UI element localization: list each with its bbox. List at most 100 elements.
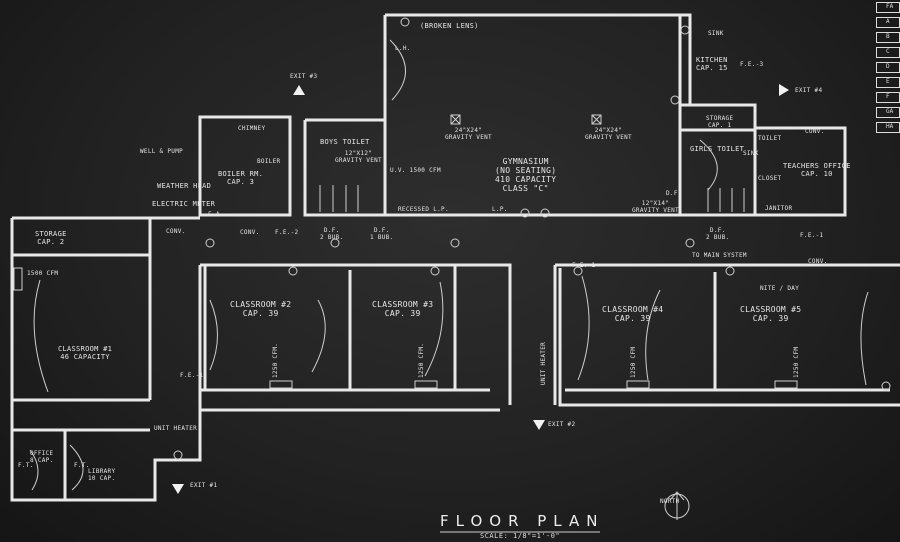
room-name: CLASSROOM #1: [58, 345, 113, 353]
room-name: CLASSROOM #4: [602, 305, 664, 314]
weather-head-label: WEATHER HEAD: [157, 182, 212, 190]
room-capacity: CAP. 39: [242, 309, 279, 318]
janitor-label: JANITOR: [765, 205, 793, 212]
classroom-1-label: CLASSROOM #1 46 CAPACITY: [58, 345, 112, 361]
unit-heater-label: UNIT HEATER: [154, 425, 198, 432]
broken-lens-note: (BROKEN LENS): [420, 22, 479, 30]
chimney-label: CHIMNEY: [238, 125, 266, 132]
unit-heater-mid-label: UNIT HEATER: [540, 341, 547, 385]
room-capacity: CAP. 15: [696, 64, 728, 72]
ft2-label: F.T.: [74, 462, 90, 469]
legend-row: A: [876, 17, 900, 28]
gym-vent-west: 24"x24" GRAVITY VENT: [445, 127, 492, 141]
conv-label: CONV.: [805, 128, 825, 135]
fe2-label: F.E.-2: [275, 229, 299, 236]
room-name: STORAGE: [706, 115, 734, 122]
vent-label: GRAVITY VENT: [632, 207, 679, 214]
legend-row: GA: [876, 107, 900, 118]
conv-left-label: CONV.: [166, 228, 186, 235]
fa-label: F.A.: [208, 211, 224, 218]
df-label: D.F.: [323, 227, 340, 234]
legend-row: D: [876, 62, 900, 73]
library-label: LIBRARY 10 CAP.: [88, 468, 115, 482]
lp-label: L.P.: [492, 206, 508, 213]
drinking-fountain-gym: D.F. 1 BUB.: [370, 227, 393, 241]
gym-uv-label: U.V. 1500 CFM: [390, 167, 441, 174]
exit-2-label: EXIT #2: [548, 421, 576, 428]
room-seating: (NO SEATING): [495, 166, 557, 175]
girls-toilet-label: GIRLS TOILET: [690, 145, 745, 153]
legend-row: HA: [876, 122, 900, 133]
boys-toilet-label: BOYS TOILET: [320, 138, 370, 146]
legend-row: F: [876, 92, 900, 103]
room-name: BOILER RM.: [218, 170, 264, 178]
room-capacity: 8 CAP.: [30, 457, 54, 464]
boys-vent: 12"x12" GRAVITY VENT: [335, 150, 382, 164]
room-name: STORAGE: [35, 230, 67, 238]
teachers-office-label: TEACHERS OFFICE CAP. 10: [783, 162, 851, 178]
room-name: KITCHEN: [696, 56, 728, 64]
drawing-scale: SCALE: 1/8"=1'-0": [480, 532, 561, 540]
electric-meter-label: ELECTRIC METER: [152, 200, 216, 208]
vent-size: 24"x24": [594, 127, 623, 134]
room-name: OFFICE: [30, 450, 54, 457]
legend-panel: FA A B C D E F GA HA: [874, 0, 900, 140]
recessed-lp-label: RECESSED L.P.: [398, 206, 449, 213]
drawing-title: FLOOR PLAN: [440, 512, 605, 530]
classroom-3-label: CLASSROOM #3 CAP. 39: [372, 300, 433, 318]
classroom-2-label: CLASSROOM #2 CAP. 39: [230, 300, 291, 318]
cr2-cfm-label: 1250 CFM.: [272, 342, 279, 378]
df-bubbler: 1 BUB.: [370, 234, 394, 241]
fe3-label: F.E.-3: [740, 61, 764, 68]
boiler-room-label: BOILER RM. CAP. 3: [218, 170, 263, 186]
room-capacity: 410 CAPACITY: [495, 175, 557, 184]
df-label: D.F.: [373, 227, 390, 234]
vent-size: 12"x14": [641, 200, 670, 207]
fe-mid-label: F.E.-1: [572, 262, 596, 269]
cr4-cfm-label: 1250 CFM: [630, 346, 637, 378]
room-class: CLASS "C": [502, 184, 549, 193]
cr3-cfm-label: 1250 CFM.: [418, 342, 425, 378]
room-capacity: 46 CAPACITY: [60, 353, 110, 361]
conv-boiler-label: CONV.: [240, 229, 260, 236]
fe-cr1-label: F.E.-1: [180, 372, 204, 379]
fe-right-label: F.E.-1: [800, 232, 824, 239]
room-name: GYMNASIUM: [502, 157, 549, 166]
north-label: NORTH: [660, 498, 680, 505]
storage-left-label: STORAGE CAP. 2: [35, 230, 67, 246]
room-name: CLASSROOM #5: [740, 305, 802, 314]
df-label: D.F.: [709, 227, 726, 234]
toilet-label: TOILET: [758, 135, 782, 142]
gym-vent-east: 24"x24" GRAVITY VENT: [585, 127, 632, 141]
well-pump-label: WELL & PUMP: [140, 148, 184, 155]
room-capacity: CAP. 39: [752, 314, 789, 323]
boiler-equip-label: BOILER: [257, 158, 281, 165]
legend-row: E: [876, 77, 900, 88]
room-capacity: CAP. 2: [37, 238, 65, 246]
room-capacity: CAP. 39: [614, 314, 651, 323]
office-label: OFFICE 8 CAP.: [30, 450, 53, 464]
closet-label: CLOSET: [758, 175, 782, 182]
classroom-4-label: CLASSROOM #4 CAP. 39: [602, 305, 663, 323]
room-capacity: CAP. 3: [227, 178, 255, 186]
nite-day-label: NITE / DAY: [760, 285, 800, 292]
room-name: CLASSROOM #3: [372, 300, 434, 309]
classroom-5-label: CLASSROOM #5 CAP. 39: [740, 305, 801, 323]
room-capacity: CAP. 39: [384, 309, 421, 318]
ft-label: F.T.: [18, 462, 34, 469]
vent-label: GRAVITY VENT: [585, 134, 632, 141]
legend-row: C: [876, 47, 900, 58]
lh-label: L.H.: [395, 45, 411, 52]
legend-row: B: [876, 32, 900, 43]
vent-label: GRAVITY VENT: [445, 134, 492, 141]
vent-size: 24"x24": [454, 127, 483, 134]
cr1-cfm-label: 1500 CFM: [27, 270, 59, 277]
df-bubbler: 2 BUB.: [706, 234, 730, 241]
exit-4-label: EXIT #4: [795, 87, 823, 94]
room-capacity: CAP. 10: [801, 170, 833, 178]
room-capacity: CAP. 1: [707, 122, 732, 129]
kitchen-storage-label: STORAGE CAP. 1: [706, 115, 733, 129]
main-system-label: TO MAIN SYSTEM: [692, 252, 747, 259]
